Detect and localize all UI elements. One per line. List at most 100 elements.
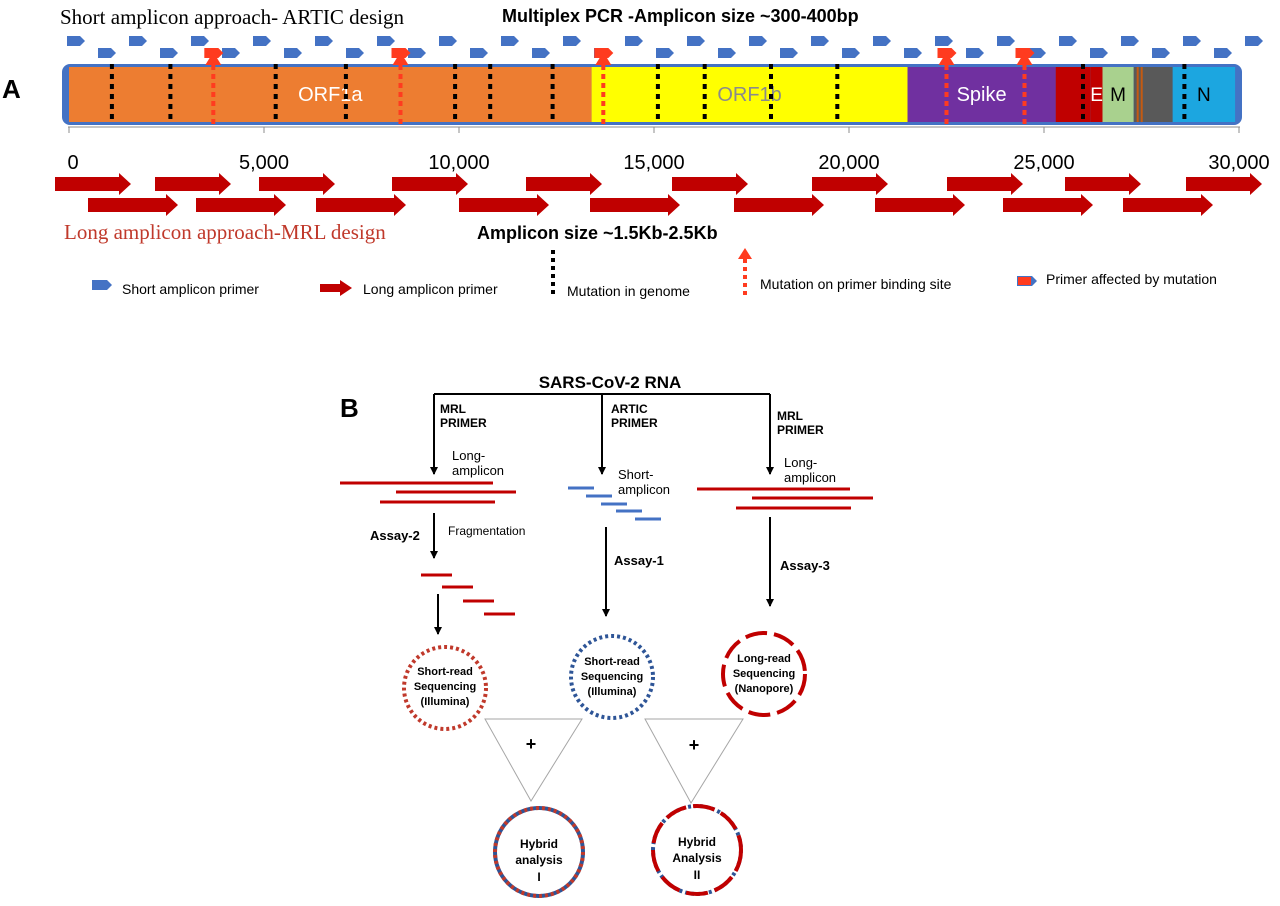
legend-primer-site-mutation-label: Mutation on primer binding site [760,276,952,292]
short-primer [470,48,488,58]
amplicon-label-1: Long- amplicon [452,448,504,478]
assay-2-label: Assay-2 [370,528,420,543]
sequencing-3-line-3: (Nanopore) [735,683,794,695]
legend: Short amplicon primer Long amplicon prim… [92,248,1217,299]
amplicon-label-3: Long- amplicon [784,455,836,485]
primer-mutation-arrow [1016,52,1033,65]
root-title: SARS-CoV-2 RNA [539,373,682,392]
short-primer [160,48,178,58]
primer-label-3-line-1: MRL [777,409,803,423]
short-primer [191,36,209,46]
primer-label-1: MRL PRIMER [440,402,487,430]
short-primer [625,36,643,46]
long-primer [947,173,1023,195]
long-primer [196,194,286,216]
legend-primer-site-mutation: Mutation on primer binding site [738,248,952,296]
long-amplicon-subtitle: Amplicon size ~1.5Kb-2.5Kb [477,223,718,243]
legend-long-primer: Long amplicon primer [320,280,498,297]
hybrid-1-line-3: I [537,870,540,884]
short-primer [315,36,333,46]
short-primer [687,36,705,46]
short-primer-icon [92,280,112,290]
long-primer [155,173,231,195]
sequencing-1-line-1: Short-read [417,666,473,678]
short-primer [67,36,85,46]
axis-tick-label: 30,000 [1208,152,1269,174]
hybrid-circle-1-overlay [493,806,585,898]
axis-tick-label: 15,000 [623,152,684,174]
long-primer-icon [320,280,352,296]
short-primer [532,48,550,58]
short-primer [966,48,984,58]
short-primer [718,48,736,58]
gene-block-orf1a [69,67,592,122]
sequencing-1-line-2: Sequencing [414,681,476,693]
primer-label-2: ARTIC PRIMER [611,402,658,430]
sequencing-3-line-2: Sequencing [733,668,795,680]
gene-block-orf6-8 [1133,67,1173,122]
hybrid-2-line-3: II [694,868,701,882]
assay-3-label: Assay-3 [780,558,830,573]
short-primer [408,48,426,58]
gene-block-orf3a [1055,67,1091,122]
gene-block-spike [907,67,1056,122]
hybrid-2-line-2: Analysis [672,851,722,865]
long-primer [316,194,406,216]
short-primer [1214,48,1232,58]
axis-tick-label: 0 [67,152,78,174]
primer-mutation-arrow [938,52,955,65]
short-primer [439,36,457,46]
sequencing-3-line-1: Long-read [737,653,791,665]
long-primer [259,173,335,195]
long-amplicons-3 [697,487,873,510]
long-primer [1123,194,1213,216]
legend-affected-primer: Primer affected by mutation [1017,271,1217,287]
primer-label-3-line-2: PRIMER [777,423,824,437]
plus-sign-1: + [526,734,537,754]
gene-block-m [1102,67,1134,122]
long-primer-track [55,173,1262,216]
short-primer [997,36,1015,46]
fragmentation-label: Fragmentation [448,524,525,538]
short-primer [1090,48,1108,58]
gene-label-n: N [1197,85,1211,106]
long-primer [1065,173,1141,195]
plus-sign-2: + [689,735,700,755]
hybrid-2-line-1: Hybrid [678,835,716,849]
amplicon-label-3-line-2: amplicon [784,470,836,485]
amplicon-label-1-line-2: amplicon [452,463,504,478]
fragments [421,573,515,616]
short-primer [129,36,147,46]
short-primer [1152,48,1170,58]
affected-primer-icon-fill [1018,277,1031,285]
gene-label-spike: Spike [957,84,1007,106]
primer-mutation-arrow [205,52,222,65]
long-primer [812,173,888,195]
amplicon-label-1-line-1: Long- [452,448,485,463]
short-primer [1121,36,1139,46]
panel-b-label: B [340,393,359,423]
assay-1-label: Assay-1 [614,553,664,568]
primer-label-2-line-2: PRIMER [611,416,658,430]
sequencing-node-1: Short-read Sequencing (Illumina) [402,645,488,731]
axis-tick-label: 25,000 [1013,152,1074,174]
axis-tick-label: 5,000 [239,152,289,174]
hybrid-1-line-1: Hybrid [520,837,558,851]
long-primer [459,194,549,216]
gene-label-orf1a: ORF1a [298,84,363,106]
short-amplicon-title: Short amplicon approach- ARTIC design [60,5,405,29]
gene-label-e: E [1090,85,1103,106]
hybrid-1-line-2: analysis [515,853,563,867]
short-primer [222,48,240,58]
long-primer [734,194,824,216]
long-primer [1186,173,1262,195]
short-primer [346,48,364,58]
primer-label-1-line-2: PRIMER [440,416,487,430]
legend-long-primer-label: Long amplicon primer [363,281,498,297]
long-primer [392,173,468,195]
sequencing-2-line-2: Sequencing [581,671,643,683]
legend-short-primer-label: Short amplicon primer [122,281,259,297]
primer-label-2-line-1: ARTIC [611,402,648,416]
sequencing-node-3: Long-read Sequencing (Nanopore) [721,631,807,717]
